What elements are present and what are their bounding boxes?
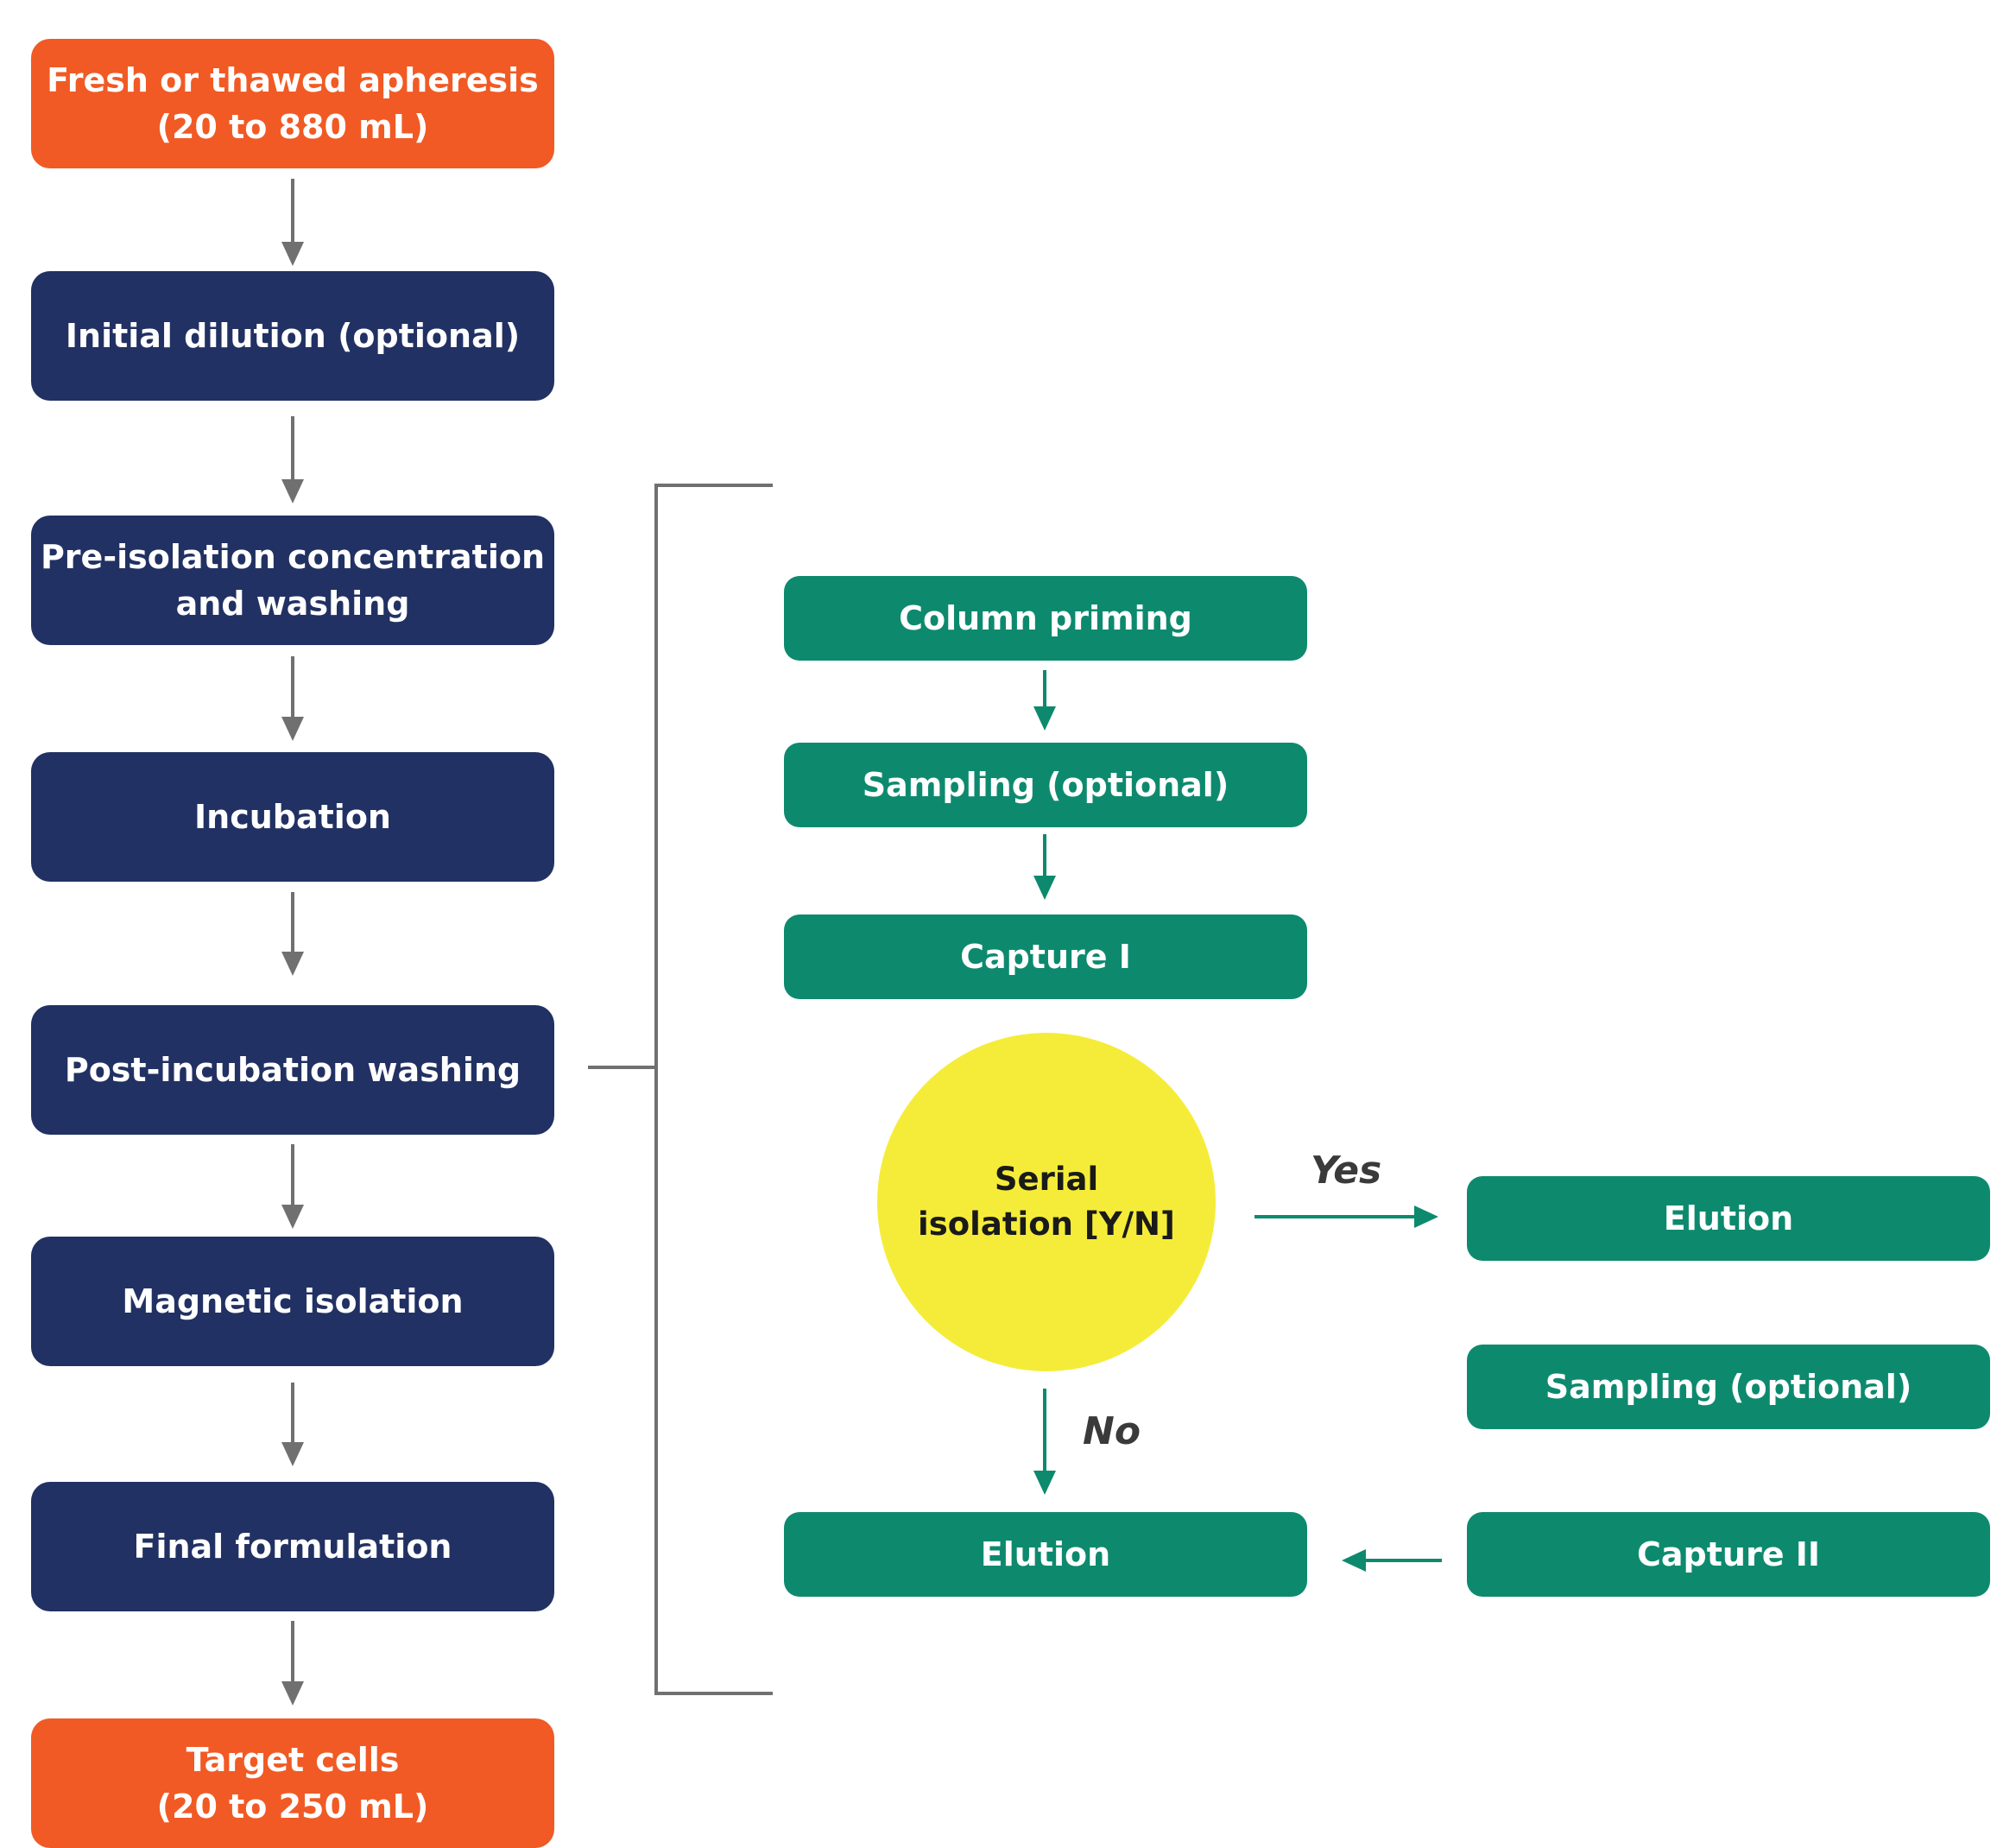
decision-serial-isolation: Serial isolation [Y/N] xyxy=(877,1033,1216,1371)
step-capture-2: Capture II xyxy=(1467,1512,1990,1597)
step-capture-1: Capture I xyxy=(784,915,1307,999)
step-label: Target cells (20 to 250 mL) xyxy=(156,1741,429,1826)
step-label: Sampling (optional) xyxy=(862,766,1229,804)
yes-label: Yes xyxy=(1311,1149,1382,1193)
step-magnetic-isolation: Magnetic isolation xyxy=(31,1237,554,1366)
step-sampling-2: Sampling (optional) xyxy=(1467,1345,1990,1429)
step-pre-isolation: Pre-isolation concentration and washing xyxy=(31,516,554,645)
step-final-formulation: Final formulation xyxy=(31,1482,554,1611)
step-label: Magnetic isolation xyxy=(122,1282,464,1320)
step-label: Initial dilution (optional) xyxy=(65,317,521,355)
step-label: Pre-isolation concentration and washing xyxy=(40,538,546,623)
green-arrowhead-left xyxy=(1342,1549,1366,1572)
step-label: Incubation xyxy=(194,798,391,836)
step-incubation: Incubation xyxy=(31,752,554,882)
step-label: Capture I xyxy=(960,938,1131,976)
decision-label: Serial isolation [Y/N] xyxy=(918,1161,1175,1243)
no-label: No xyxy=(1083,1409,1141,1453)
step-post-incubation-washing: Post-incubation washing xyxy=(31,1005,554,1135)
arrowhead-1 xyxy=(281,242,304,266)
arrowhead-5 xyxy=(281,1205,304,1229)
green-arrowhead-1 xyxy=(1033,706,1056,731)
step-label: Elution xyxy=(980,1535,1111,1573)
arrowhead-2 xyxy=(281,479,304,503)
green-arrowhead-no xyxy=(1033,1471,1056,1495)
green-arrowhead-2 xyxy=(1033,876,1056,900)
step-label: Capture II xyxy=(1637,1535,1820,1573)
arrowhead-6 xyxy=(281,1442,304,1466)
step-initial-dilution: Initial dilution (optional) xyxy=(31,271,554,401)
step-elution-right: Elution xyxy=(1467,1176,1990,1261)
step-label: Fresh or thawed apheresis (20 to 880 mL) xyxy=(47,61,539,146)
green-arrowhead-yes xyxy=(1414,1206,1438,1228)
arrowhead-3 xyxy=(281,717,304,741)
step-elution-bottom: Elution xyxy=(784,1512,1307,1597)
step-target-cells: Target cells (20 to 250 mL) xyxy=(31,1718,554,1848)
step-label: Sampling (optional) xyxy=(1545,1368,1912,1406)
step-label: Post-incubation washing xyxy=(64,1051,521,1089)
arrowhead-7 xyxy=(281,1681,304,1706)
arrowhead-4 xyxy=(281,952,304,976)
step-sampling-1: Sampling (optional) xyxy=(784,743,1307,827)
bracket xyxy=(654,484,773,1695)
step-fresh-apheresis: Fresh or thawed apheresis (20 to 880 mL) xyxy=(31,39,554,168)
step-label: Final formulation xyxy=(133,1528,452,1566)
step-label: Elution xyxy=(1663,1199,1794,1237)
step-label: Column priming xyxy=(899,599,1192,637)
step-column-priming: Column priming xyxy=(784,576,1307,661)
